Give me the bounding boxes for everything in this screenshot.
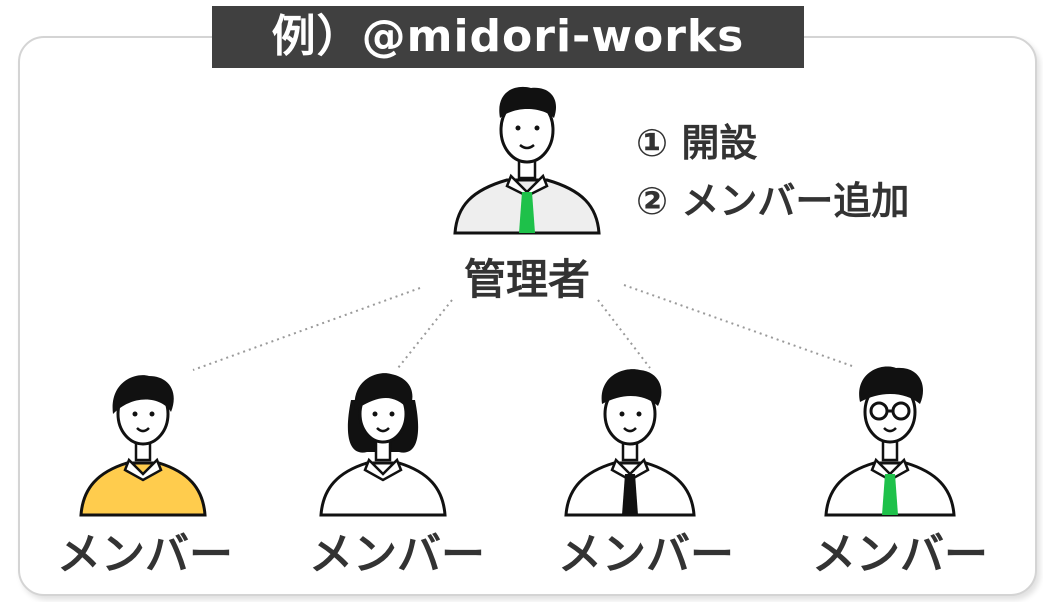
member-3-figure [564,369,696,517]
page-title: 例）@midori-works [212,6,804,68]
connector-member-4 [623,284,853,367]
connector-member-1 [192,287,421,371]
member-3-tie-icon [622,474,638,515]
glasses-icon [869,401,911,421]
member-1-label: メンバー [57,529,233,580]
admin-figure [453,86,601,235]
admin-tie-icon [519,192,535,233]
member-2-label: メンバー [309,529,485,580]
admin-hair [499,86,557,118]
connector-member-3 [597,299,651,369]
connector-lines [192,284,853,371]
member-2-figure [319,373,447,517]
member-4-label: メンバー [812,529,988,580]
connector-member-2 [397,299,453,369]
step-open: ① 開設 [636,121,758,165]
member-4-tie-icon [882,474,898,515]
member-3-label: メンバー [558,529,734,580]
admin-label: 管理者 [463,255,590,304]
member-4-figure [824,366,956,517]
member-1-figure [79,375,207,517]
step-add-members: ② メンバー追加 [636,179,910,223]
member-1-shirt [79,461,207,517]
